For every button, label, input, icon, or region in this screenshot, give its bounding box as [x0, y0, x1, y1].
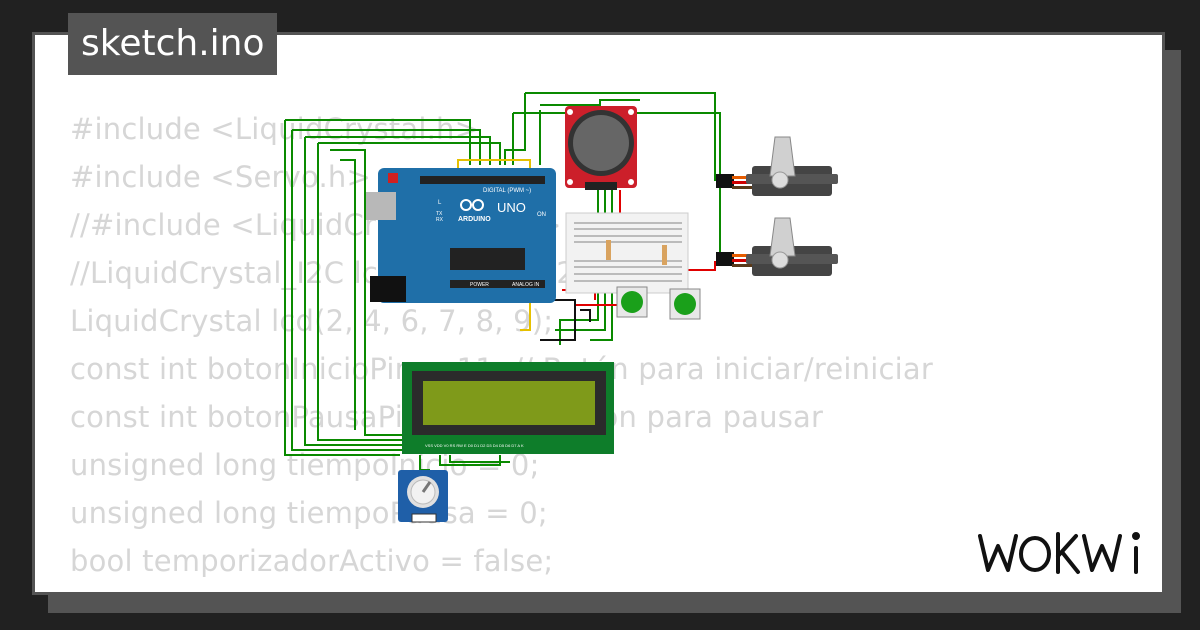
power-jack [370, 276, 406, 302]
digital-header [420, 176, 545, 184]
atmega-chip [450, 248, 525, 270]
resistor [606, 240, 611, 260]
joystick-module[interactable] [565, 106, 637, 190]
resistor [662, 245, 667, 265]
digital-label: DIGITAL (PWM ~) [483, 188, 531, 194]
breadboard-holes [574, 222, 682, 282]
green-wires [284, 92, 722, 518]
arduino-uno-board[interactable]: DIGITAL (PWM ~) UNO ARDUINO ON L TX RX P… [366, 168, 556, 303]
servo-motor[interactable] [716, 136, 838, 196]
code-line: #include <Servo.h> [70, 160, 371, 194]
joystick-header [585, 182, 617, 190]
reset-button [388, 173, 398, 183]
tx-label: TX [436, 211, 443, 217]
rx-label: RX [436, 217, 444, 223]
breadboard[interactable] [565, 212, 689, 294]
lcd-16x2[interactable]: VSS VDD V0 RS RW E D0 D1 D2 D3 D4 D5 D6 … [402, 362, 614, 454]
servo-motor[interactable] [716, 217, 838, 276]
potentiometer[interactable] [398, 470, 448, 523]
power-label: POWER [470, 282, 489, 288]
lcd-pin-labels: VSS VDD V0 RS RW E D0 D1 D2 D3 D4 D5 D6 … [425, 443, 524, 448]
arduino-logo-icon [460, 199, 484, 211]
wokwi-logo [978, 532, 1140, 574]
l-led-label: L [438, 200, 442, 206]
push-button[interactable] [669, 288, 701, 320]
push-button[interactable] [616, 286, 648, 318]
arduino-label: ARDUINO [458, 216, 491, 223]
analog-label: ANALOG IN [512, 282, 540, 288]
code-line: bool temporizadorActivo = false; [70, 544, 554, 578]
uno-label: UNO [497, 200, 526, 215]
usb-port [366, 192, 396, 220]
on-label: ON [537, 212, 546, 218]
analog-header [450, 280, 545, 288]
file-name-tag: sketch.ino [68, 13, 278, 75]
